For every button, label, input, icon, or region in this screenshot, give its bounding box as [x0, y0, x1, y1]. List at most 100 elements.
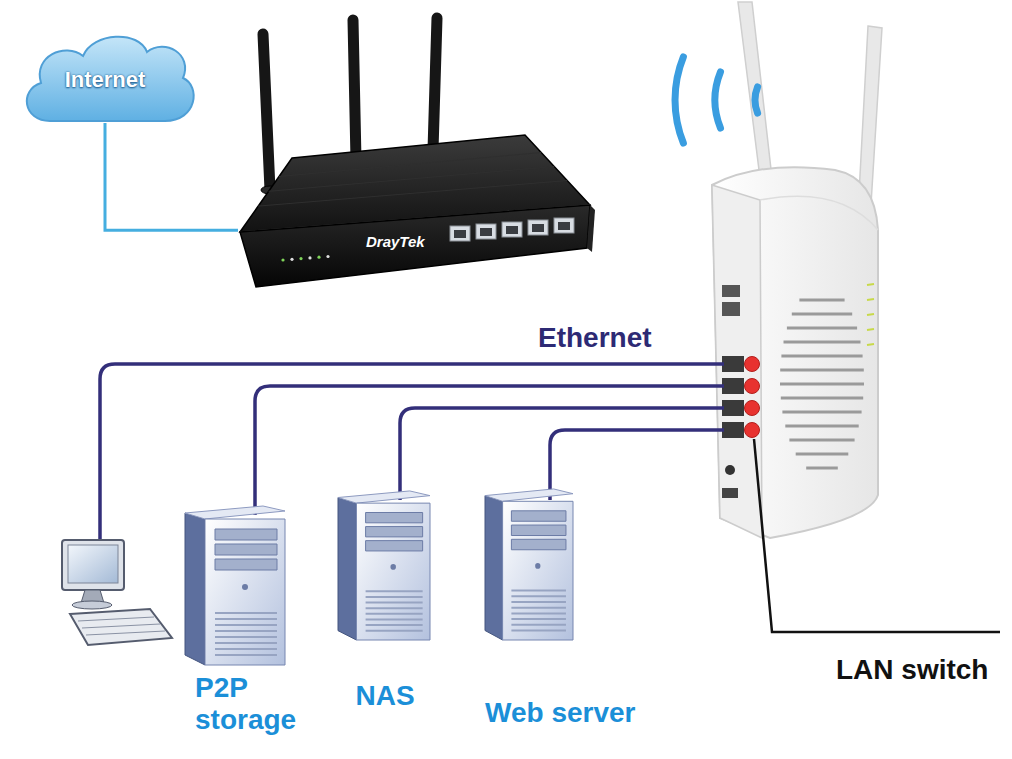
- vent-grill-part: [799, 299, 844, 302]
- access-point-body-part: [712, 185, 762, 538]
- access-point-body-part: [725, 465, 735, 475]
- drive-bay: [215, 544, 277, 555]
- tower-shape: [485, 488, 573, 640]
- computer-icon-part: [68, 545, 118, 583]
- tower-top: [485, 489, 573, 501]
- computer-icon-part: [78, 617, 165, 635]
- tower-shape: [338, 490, 430, 640]
- router-port: [502, 222, 522, 237]
- tower-top: [338, 491, 430, 503]
- access-point-body-part: [722, 302, 740, 316]
- vent-slot: [511, 607, 566, 609]
- lan-port-markers: [745, 357, 760, 438]
- drive-bay: [511, 539, 566, 549]
- vent-grill-part: [796, 453, 849, 456]
- router-port: [528, 220, 548, 235]
- status-leds-part: [867, 329, 874, 330]
- tower-side: [485, 496, 503, 640]
- vent-grill: [780, 300, 864, 468]
- antenna: [433, 18, 437, 150]
- vent-grill-part: [782, 411, 861, 414]
- tower-side: [185, 513, 205, 665]
- computer-icon-part: [72, 601, 112, 609]
- vent-slot: [511, 618, 566, 620]
- vent-slot: [215, 624, 277, 626]
- vent-grill-part: [780, 383, 864, 386]
- router-port-socket: [532, 224, 544, 232]
- drive-bay: [366, 527, 423, 537]
- server-tower: Web server: [480, 485, 660, 735]
- computer-icon-part: [70, 609, 172, 645]
- ethernet-wires: [100, 364, 724, 540]
- vent-slot: [215, 612, 277, 614]
- vent-grill-part: [792, 313, 852, 316]
- router-led: [308, 256, 311, 259]
- wifi-signal-part: [715, 72, 720, 128]
- router-port: [554, 218, 574, 233]
- vent-slot: [215, 642, 277, 644]
- vent-grill-part: [789, 439, 854, 442]
- router-led: [299, 257, 302, 260]
- vent-grill-part: [784, 341, 861, 344]
- access-point-body-part: [722, 422, 744, 438]
- vent-slot: [366, 607, 423, 609]
- vent-grill-part: [781, 355, 862, 358]
- router-end: [587, 205, 595, 252]
- drive-bay: [511, 511, 566, 521]
- drive-bay: [215, 559, 277, 570]
- vent-grill-part: [806, 467, 838, 470]
- drive-bay: [366, 513, 423, 523]
- access-point-body-part: [722, 488, 738, 498]
- cloud-label: Internet: [65, 67, 146, 93]
- computer-icon-part-part: [82, 624, 160, 628]
- device-label: NAS: [335, 680, 435, 712]
- vent-slot: [215, 630, 277, 632]
- callout-label: LAN switch: [836, 654, 988, 686]
- vent-slot: [215, 618, 277, 620]
- vent-slot: [511, 590, 566, 592]
- status-leds-part: [867, 344, 874, 345]
- status-leds: [867, 284, 874, 345]
- ethernet-wires-part: [255, 386, 724, 515]
- lan-port-markers-part: [745, 379, 760, 394]
- status-leds-part: [867, 314, 874, 315]
- router-led: [326, 255, 329, 258]
- rib: [279, 153, 541, 177]
- vent-grill-part: [785, 425, 858, 428]
- vent-slot: [215, 636, 277, 638]
- bus-label: Ethernet: [538, 322, 652, 354]
- computer-icon: [62, 540, 172, 645]
- tower-front: [503, 501, 573, 640]
- router-port-socket: [454, 230, 466, 238]
- antenna: [263, 34, 270, 190]
- vent-slot: [215, 654, 277, 656]
- server-tower: P2P storage: [180, 500, 310, 740]
- vent-slot: [511, 612, 566, 614]
- computer-icon-part-part: [78, 617, 154, 621]
- status-leds-part: [867, 299, 874, 300]
- ethernet-wires-part: [550, 430, 724, 500]
- status-leds-part: [867, 284, 874, 285]
- vent-slot: [511, 630, 566, 632]
- tower-top: [185, 506, 285, 519]
- power-button: [242, 584, 248, 590]
- router-port-socket: [506, 226, 518, 234]
- vent-slot: [511, 595, 566, 597]
- tower-shape: [185, 505, 285, 665]
- power-button: [390, 564, 396, 570]
- vent-slot: [511, 601, 566, 603]
- rib: [258, 181, 567, 207]
- router-ribs: [258, 153, 567, 207]
- device-label: Web server: [485, 697, 635, 729]
- ethernet-wires-part: [100, 364, 724, 540]
- router-port: [476, 224, 496, 239]
- access-point-body: [712, 167, 878, 538]
- router-led: [281, 258, 284, 261]
- lan-port-markers-part: [745, 423, 760, 438]
- vent-slot: [366, 613, 423, 615]
- vent-grill-part: [787, 327, 857, 330]
- router-shape: [238, 8, 598, 293]
- lan-port-markers-part: [745, 357, 760, 372]
